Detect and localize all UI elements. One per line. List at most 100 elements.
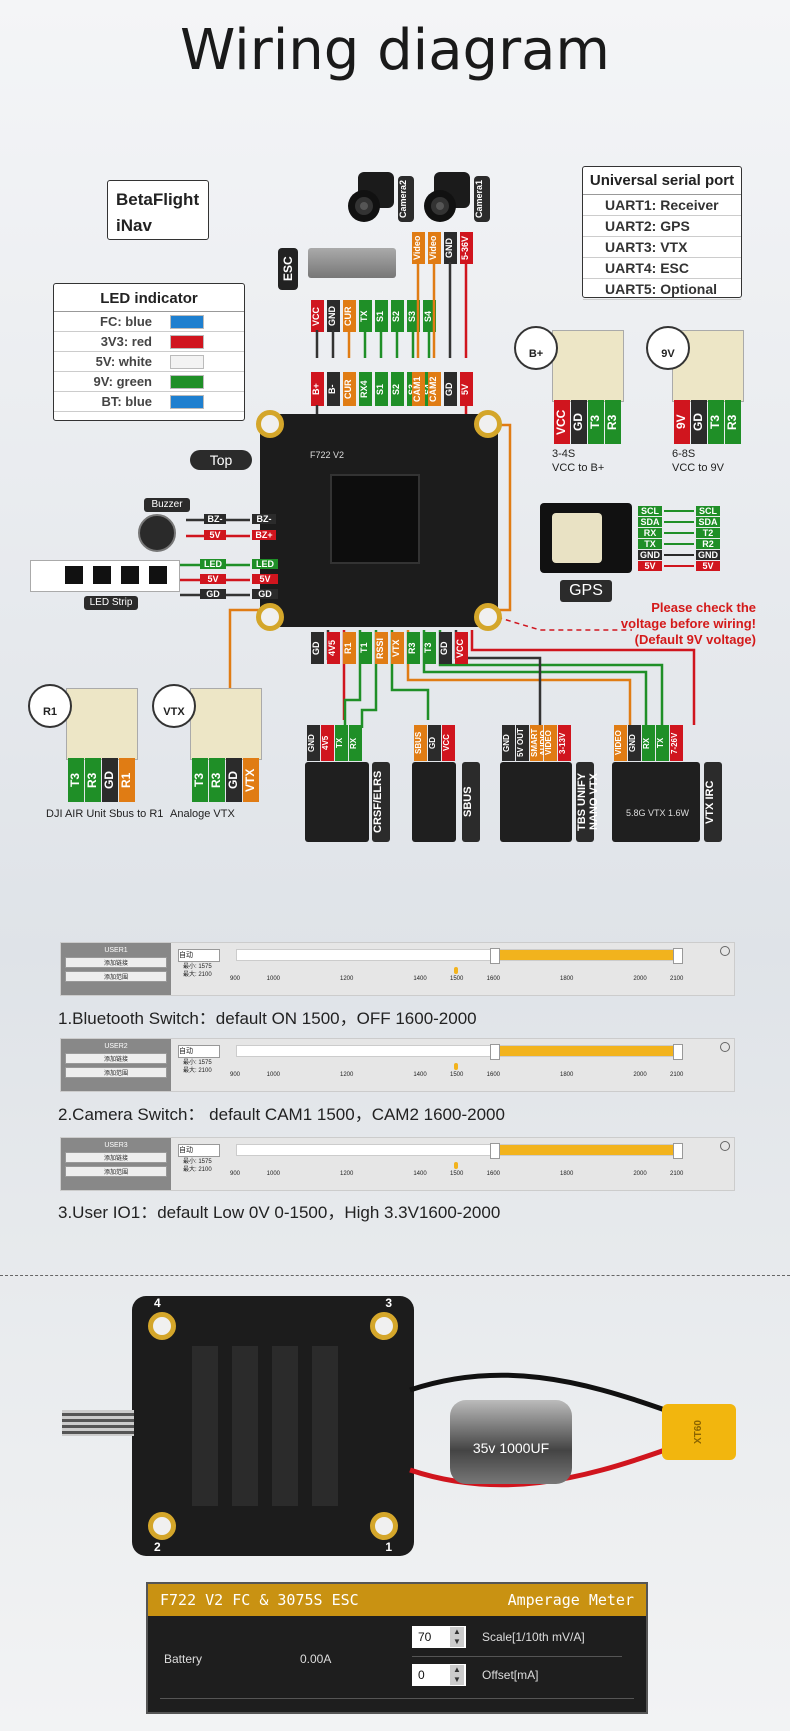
vtx_irc-pin: GND — [628, 725, 641, 761]
add-range-button[interactable]: 添加范围 — [65, 1067, 167, 1078]
ninev_conn-pin: 9V — [674, 400, 690, 444]
tbs-pin-label: VIDEO — [544, 730, 553, 756]
gps-wire-module: RX — [638, 528, 662, 538]
switch-caption-2: 2.Camera Switch： default CAM1 1500，CAM2 … — [58, 1105, 505, 1124]
vtx_irc-label: VTX IRC — [704, 780, 716, 824]
scale-tick-label: 1200 — [340, 1171, 354, 1177]
vtx_irc-pin: 7-26V — [670, 725, 683, 761]
close-icon[interactable] — [720, 946, 730, 956]
led-wire-strip: LED — [200, 559, 226, 569]
add-range-button[interactable]: 添加范围 — [65, 971, 167, 982]
mount-hole — [256, 410, 284, 438]
r1_conn-pin-label: R1 — [119, 772, 133, 788]
range-slider[interactable] — [236, 1044, 683, 1060]
add-range-button[interactable]: 添加范围 — [65, 1166, 167, 1177]
crsf-pin: GND — [307, 725, 320, 761]
bottom-wire-6: R3 — [407, 632, 420, 664]
range-handle-start[interactable] — [489, 1143, 500, 1159]
gps-wire-fc: 5V — [696, 561, 720, 571]
gps-wire-line — [664, 565, 694, 567]
sbus-pin-label: SBUS — [414, 731, 423, 755]
add-link-button[interactable]: 添加链接 — [65, 1053, 167, 1064]
bplus_conn-pin: VCC — [554, 400, 570, 444]
camera2-icon — [342, 170, 412, 231]
amperage-section-title: Amperage Meter — [507, 1591, 634, 1609]
r1_conn-pin-label: T3 — [68, 773, 82, 788]
led-strip — [30, 560, 180, 592]
vtx_conn-pin: R3 — [209, 758, 225, 802]
gps-wire-line — [664, 532, 694, 534]
scale-tick-label: 2000 — [633, 1072, 647, 1078]
scale-label: Scale[1/10th mV/A] — [482, 1630, 585, 1644]
gps-wire-fc: R2 — [696, 539, 720, 549]
amperage-meter-panel: F722 V2 FC & 3075S ESC Amperage Meter Ba… — [146, 1582, 648, 1714]
led-color-swatch — [170, 314, 204, 329]
led-row: BT: blue — [54, 392, 244, 412]
range-handle-start[interactable] — [489, 948, 500, 964]
mode-select[interactable]: 自动 — [178, 1144, 220, 1157]
sbus-pin: SBUS — [414, 725, 427, 761]
top-wire-lower-4: S1 — [375, 372, 388, 406]
close-icon[interactable] — [720, 1141, 730, 1151]
bplus_conn-pin-label: R3 — [605, 414, 619, 430]
ninev_conn-badge: 9V — [646, 326, 690, 370]
range-handle-start[interactable] — [489, 1044, 500, 1060]
led-row: 5V: white — [54, 352, 244, 372]
gps-wire-module: SCL — [638, 506, 662, 516]
camera1-icon — [418, 170, 488, 231]
bplus_conn-badge: B+ — [514, 326, 558, 370]
scale-stepper[interactable]: ▲▼ — [450, 1627, 464, 1647]
crsf-pin-label: TX — [335, 737, 344, 749]
scale-tick-label: 1200 — [340, 976, 354, 982]
range-min: 最小: 1575 — [183, 1159, 212, 1165]
vtx_conn-pin-label: R3 — [209, 772, 223, 788]
top-wire-upper-1: GND — [327, 300, 340, 332]
led-wire-pad: 5V — [252, 574, 278, 584]
buzzer-wire-pad: BZ- — [252, 514, 276, 524]
led-color-swatch — [170, 394, 204, 409]
offset-stepper[interactable]: ▲▼ — [450, 1665, 464, 1685]
bplus_conn-note: 3-4S — [552, 448, 576, 460]
ninev_conn-badge-label: 9V — [661, 348, 675, 360]
gps-wire-fc: GND — [696, 550, 720, 560]
buzzer-icon — [138, 514, 176, 552]
vtx_irc-pin-label: RX — [642, 737, 651, 749]
led-row-label: 9V: green — [93, 374, 152, 389]
scale-tick-label: 1000 — [266, 976, 281, 982]
vtx-irc-module-text: 5.8G VTX 1.6W — [626, 808, 690, 818]
add-link-button[interactable]: 添加链接 — [65, 1152, 167, 1163]
scale-tick-label: 1500 — [450, 976, 464, 982]
add-link-button[interactable]: 添加链接 — [65, 957, 167, 968]
scale-tick-label: 1200 — [340, 1072, 354, 1078]
buzzer-wire-fc: 5V — [204, 530, 226, 540]
gps-label: GPS — [560, 580, 612, 602]
led-color-swatch — [170, 334, 204, 349]
xt60-connector: XT60 — [662, 1404, 736, 1460]
range-slider[interactable] — [236, 948, 683, 964]
bottom-wire-7: T3 — [423, 632, 436, 664]
bottom-wire-0: GD — [311, 632, 324, 664]
capacitor: 35v 1000UF — [450, 1400, 572, 1484]
mount-hole — [474, 410, 502, 438]
top-wire-lower-10: GD — [444, 372, 457, 406]
range-handle-end[interactable] — [673, 1143, 683, 1159]
mode-select[interactable]: 自动 — [178, 949, 220, 962]
range-slider[interactable] — [236, 1143, 683, 1159]
top-wire-lower-2: CUR — [343, 372, 356, 406]
bottom-wire-label: T3 — [423, 642, 433, 654]
mode-select[interactable]: 自动 — [178, 1045, 220, 1058]
switch-user-label: USER2 — [104, 1043, 128, 1050]
gps-wire-line — [664, 510, 694, 512]
vtx_irc-pin-label: 7-26V — [670, 732, 679, 754]
range-handle-end[interactable] — [673, 1044, 683, 1060]
range-fill — [493, 1046, 677, 1056]
close-icon[interactable] — [720, 1042, 730, 1052]
scale-tick-label: 2000 — [633, 976, 647, 982]
top-wire-upper-8: Video — [412, 232, 425, 264]
gps-wire-module: 5V — [638, 561, 662, 571]
range-handle-end[interactable] — [673, 948, 683, 964]
led-row-label: 3V3: red — [100, 334, 152, 349]
ninev_conn-pin-label: 9V — [674, 414, 688, 430]
